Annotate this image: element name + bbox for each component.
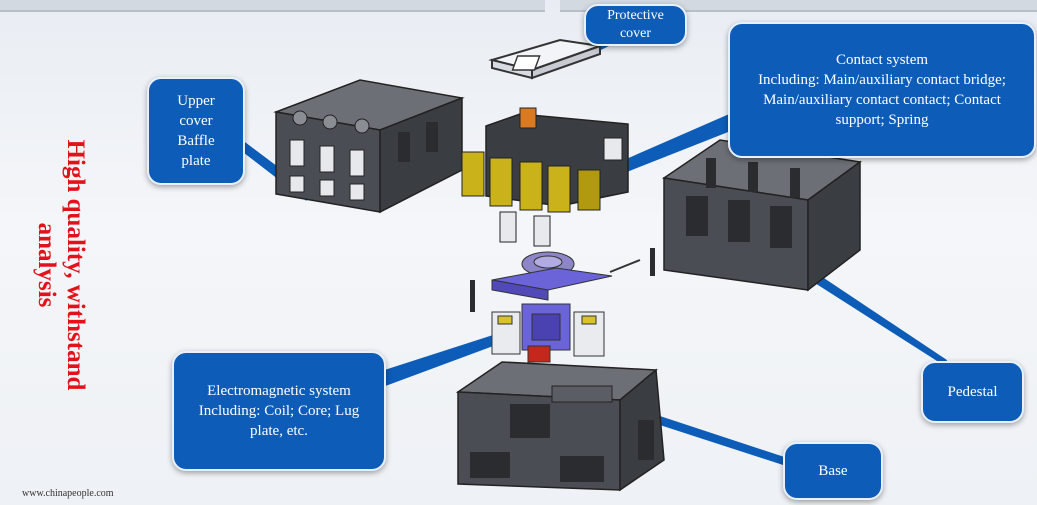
- callout-base-text: Base: [818, 463, 848, 479]
- callout-upper-cover-text: Upper cover Baffle plate: [177, 93, 215, 169]
- callout-contact-system-text: Contact system Including: Main/auxiliary…: [758, 52, 1006, 128]
- callout-protective-cover: Protective cover: [584, 4, 687, 46]
- callout-pedestal: Pedestal: [921, 361, 1024, 423]
- leader-base: [639, 411, 802, 471]
- protective-cover-part: [488, 38, 601, 80]
- leader-pedestal: [807, 271, 953, 371]
- pedestal-part: [661, 139, 862, 292]
- base-part: [455, 361, 665, 492]
- upper-cover-part: [273, 79, 465, 214]
- vertical-title: High quality, withstand analysis: [33, 139, 89, 391]
- callout-electromagnetic-system: Electromagnetic system Including: Coil; …: [172, 351, 386, 471]
- top-bar-left: [0, 0, 545, 12]
- callout-base: Base: [783, 442, 883, 500]
- core-assembly-part: [470, 248, 655, 312]
- callout-protective-cover-text: Protective cover: [607, 8, 664, 41]
- contact-system-part: [461, 107, 629, 247]
- callout-electromagnetic-system-text: Electromagnetic system Including: Coil; …: [198, 383, 360, 439]
- coil-core-part: [491, 303, 605, 363]
- watermark: www.chinapeople.com: [22, 488, 114, 499]
- callout-upper-cover: Upper cover Baffle plate: [147, 77, 245, 185]
- callout-pedestal-text: Pedestal: [947, 384, 998, 400]
- callout-contact-system: Contact system Including: Main/auxiliary…: [728, 22, 1036, 158]
